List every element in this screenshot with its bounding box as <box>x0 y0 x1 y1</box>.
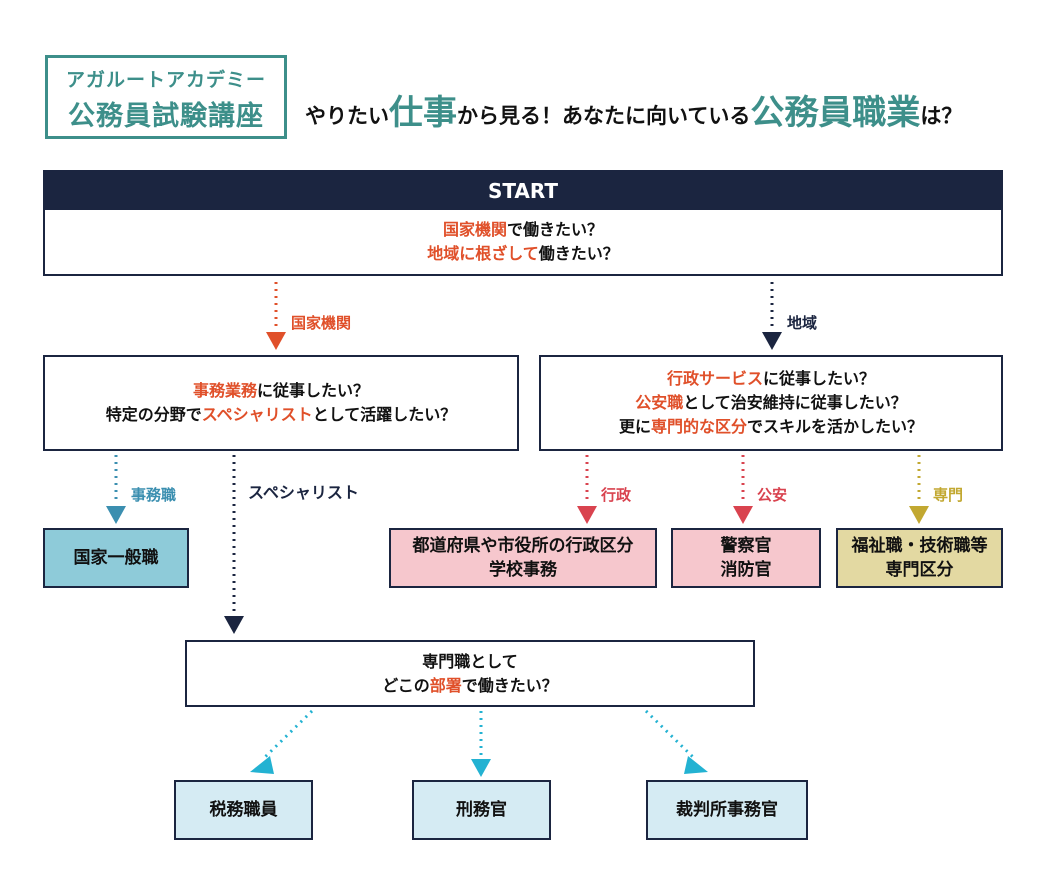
regional-q-highlight3: 専門的な区分 <box>650 417 747 436</box>
logo-line2: 公務員試験講座 <box>68 101 264 132</box>
arrow-koan <box>733 506 753 524</box>
arrow-saibansho <box>684 756 708 774</box>
title-part3: から見る！あなたに向いている <box>457 104 751 128</box>
regional-question-box: 行政サービスに従事したい？ 公安職として治安維持に従事したい？ 更に専門的な区分… <box>539 355 1003 451</box>
start-header: START <box>43 170 1003 212</box>
result-zeimu-text: 税務職員 <box>209 800 278 820</box>
regional-q-line3: 更に専門的な区分でスキルを活かしたい？ <box>619 415 923 439</box>
result-senmon: 福祉職・技術職等 専門区分 <box>836 528 1003 588</box>
title-part1: やりたい <box>305 104 389 128</box>
specialist-q-highlight: 部署 <box>429 675 462 695</box>
result-koan-line2: 消防官 <box>720 560 772 580</box>
arrow-national <box>266 332 286 350</box>
regional-q-line1: 行政サービスに従事したい？ <box>667 367 875 391</box>
national-question-box: 事務業務に従事したい？ 特定の分野でスペシャリストとして活躍したい？ <box>43 355 519 451</box>
specialist-q-text2a: どこの <box>382 675 430 695</box>
arrow-zeimu <box>250 756 274 774</box>
connector-saibansho <box>644 709 698 762</box>
branch-label-national: 国家機関 <box>291 314 352 332</box>
arrow-jimu <box>106 506 126 524</box>
national-q-text2c: として活躍したい？ <box>312 405 457 424</box>
branch-label-regional: 地域 <box>787 314 818 332</box>
national-q-highlight2: スペシャリスト <box>201 405 313 424</box>
label-senmon: 専門 <box>933 486 964 504</box>
national-q-line1: 事務業務に従事したい？ <box>193 379 369 403</box>
q2-highlight: 地域に根ざして <box>427 244 539 263</box>
regional-q-highlight1: 行政サービス <box>666 369 763 388</box>
title-part5: は？ <box>920 104 963 128</box>
specialist-question-box: 専門職として どこの部署で働きたい？ <box>185 640 755 707</box>
q1-rest: で働きたい？ <box>507 220 604 239</box>
result-gyosei-line2: 学校事務 <box>489 560 557 580</box>
q2-rest: 働きたい？ <box>538 244 619 263</box>
regional-q-rest2: として治安維持に従事したい？ <box>683 393 907 412</box>
result-kokka-ippan: 国家一般職 <box>43 528 189 588</box>
start-question-line2: 地域に根ざして働きたい？ <box>427 242 619 266</box>
result-senmon-line1: 福祉職・技術職等 <box>851 536 988 556</box>
logo-line1: アガルートアカデミー <box>65 69 266 91</box>
start-question-line1: 国家機関で働きたい？ <box>443 218 603 242</box>
national-q-line2: 特定の分野でスペシャリストとして活躍したい？ <box>106 403 456 427</box>
result-gyosei: 都道府県や市役所の行政区分 学校事務 <box>389 528 657 588</box>
q1-highlight: 国家機関 <box>442 220 507 239</box>
title-part2: 仕事 <box>389 93 457 133</box>
result-gyosei-line1: 都道府県や市役所の行政区分 <box>412 536 634 556</box>
regional-q-line2: 公安職として治安維持に従事したい？ <box>635 391 907 415</box>
connector-zeimu <box>260 709 314 762</box>
start-question-box: 国家機関で働きたい？ 地域に根ざして働きたい？ <box>43 210 1003 276</box>
label-gyosei: 行政 <box>601 486 632 504</box>
result-koan: 警察官 消防官 <box>671 528 821 588</box>
result-koan-line1: 警察官 <box>720 536 772 556</box>
result-zeimu: 税務職員 <box>174 780 313 840</box>
result-keimu: 刑務官 <box>412 780 551 840</box>
regional-q-rest1: に従事したい？ <box>763 369 876 388</box>
start-title: START <box>487 179 559 203</box>
specialist-q-line2: どこの部署で働きたい？ <box>382 674 558 698</box>
label-koan: 公安 <box>757 486 788 504</box>
national-q-highlight1: 事務業務 <box>192 381 257 400</box>
arrow-keimu <box>471 759 491 777</box>
arrow-specialist <box>224 616 244 634</box>
arrow-gyosei <box>577 506 597 524</box>
academy-logo: アガルートアカデミー 公務員試験講座 <box>45 55 287 139</box>
result-keimu-text: 刑務官 <box>456 800 507 820</box>
result-kokka-text: 国家一般職 <box>73 548 159 568</box>
page-title: やりたい 仕事 から見る！あなたに向いている 公務員職業 は？ <box>305 70 1025 130</box>
arrow-senmon <box>909 506 929 524</box>
arrow-regional <box>762 332 782 350</box>
label-specialist: スペシャリスト <box>248 483 359 502</box>
regional-q-highlight2: 公安職 <box>635 393 684 412</box>
result-saibansho: 裁判所事務官 <box>646 780 808 840</box>
result-senmon-line2: 専門区分 <box>885 560 954 580</box>
specialist-q-line1: 専門職として <box>422 651 518 671</box>
specialist-q-text2c: で働きたい？ <box>461 675 558 695</box>
title-part4: 公務員職業 <box>750 93 921 133</box>
regional-q-text3c: でスキルを活かしたい？ <box>747 417 924 436</box>
national-q-rest1: に従事したい？ <box>257 381 370 400</box>
national-q-text2a: 特定の分野で <box>105 405 202 424</box>
result-saibansho-text: 裁判所事務官 <box>676 800 778 820</box>
label-jimu: 事務職 <box>131 486 177 504</box>
regional-q-text3a: 更に <box>618 417 651 436</box>
